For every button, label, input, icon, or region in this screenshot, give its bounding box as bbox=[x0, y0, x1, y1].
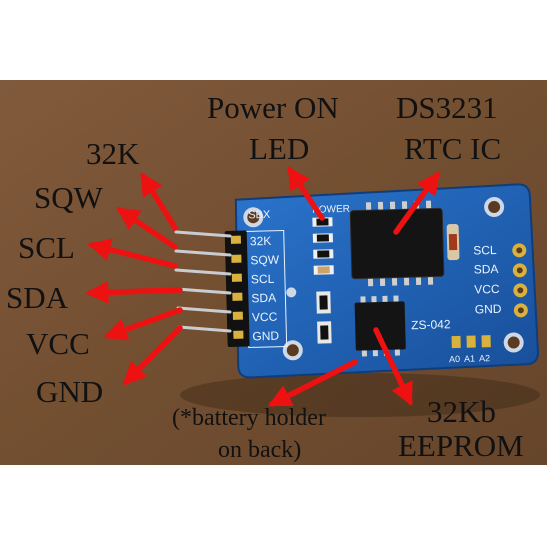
eeprom-chip bbox=[354, 295, 406, 357]
silk-addr: A0 bbox=[449, 354, 460, 364]
pin-header bbox=[224, 230, 250, 347]
arrow-sda bbox=[85, 280, 183, 304]
label-sda: SDA bbox=[6, 280, 69, 315]
ds3231-chip bbox=[349, 200, 445, 287]
silk-model: ZS-042 bbox=[411, 317, 451, 332]
right-pads bbox=[512, 243, 528, 318]
rtc-module-board: SBX POWER 32K SQW SCL SDA VCC GND bbox=[224, 183, 539, 379]
silk-right-pin: SDA bbox=[474, 262, 499, 277]
label-rtc-line2: RTC IC bbox=[404, 131, 502, 166]
annotation-arrows bbox=[85, 166, 440, 407]
label-battery-line1: (*battery holder bbox=[172, 405, 326, 431]
silk-addr: A2 bbox=[479, 353, 490, 363]
silk-left-pin: SQW bbox=[250, 253, 280, 268]
arrow-rtc bbox=[393, 171, 440, 235]
silk-right-pin: SCL bbox=[473, 243, 497, 258]
silk-maker: SBX bbox=[248, 209, 271, 222]
label-vcc: VCC bbox=[26, 326, 90, 361]
silk-left-pin: VCC bbox=[252, 310, 278, 325]
header-pins bbox=[174, 230, 232, 333]
silk-left-pin: SDA bbox=[251, 291, 276, 306]
label-eeprom-line1: 32Kb bbox=[427, 394, 496, 429]
label-sqw: SQW bbox=[34, 180, 103, 215]
arrow-gnd bbox=[122, 325, 183, 386]
silk-addr: A1 bbox=[464, 354, 475, 364]
silk-left-pin: SCL bbox=[251, 272, 275, 287]
silk-left-pin: GND bbox=[252, 329, 279, 344]
label-eeprom-line2: EEPROM bbox=[398, 428, 524, 463]
arrow-vcc bbox=[103, 307, 183, 341]
silk-right-pin: VCC bbox=[474, 282, 500, 297]
arrow-eeprom bbox=[373, 327, 413, 407]
label-scl: SCL bbox=[18, 230, 75, 265]
label-power-led-line2: LED bbox=[249, 131, 310, 166]
arrow-sqw bbox=[116, 207, 178, 250]
silk-left-pin: 32K bbox=[250, 234, 272, 249]
label-power-led-line1: Power ON bbox=[207, 90, 339, 125]
label-rtc-line1: DS3231 bbox=[396, 90, 498, 125]
silk-power: POWER bbox=[312, 204, 350, 216]
arrow-power-led bbox=[287, 166, 325, 221]
address-pads bbox=[451, 335, 491, 349]
label-gnd: GND bbox=[36, 374, 104, 409]
silk-right-pin: GND bbox=[475, 302, 502, 317]
label-battery-line2: on back) bbox=[218, 437, 302, 463]
arrow-battery bbox=[267, 359, 358, 407]
label-32k: 32K bbox=[86, 136, 140, 171]
smd-components bbox=[286, 217, 334, 344]
arrow-scl bbox=[87, 238, 178, 269]
arrow-32k bbox=[140, 172, 178, 231]
